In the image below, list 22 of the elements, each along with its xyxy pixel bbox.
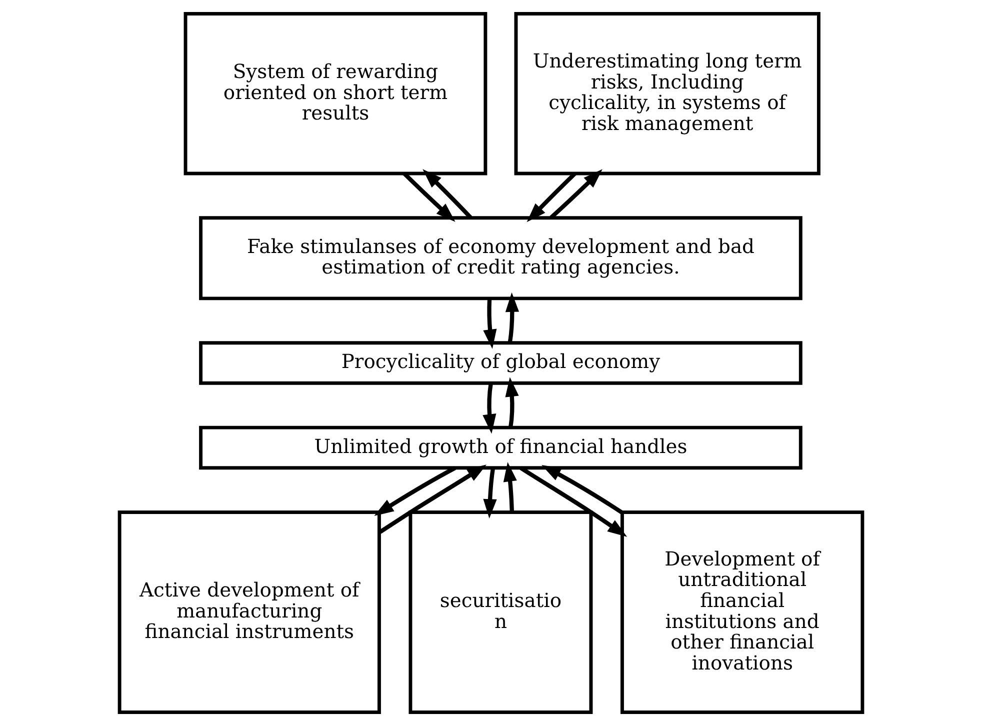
arrow <box>526 172 576 222</box>
arrow <box>402 172 456 222</box>
arrow <box>483 298 497 349</box>
arrow <box>503 462 517 512</box>
arrow <box>520 466 628 537</box>
arrow <box>542 465 624 514</box>
node-box: Procyclicality of global economy <box>199 341 802 385</box>
node-box: Fake stimulanses of economy development and bad estimation of credit rating agencies. <box>199 216 802 300</box>
arrow <box>505 377 519 428</box>
arrow <box>483 468 497 519</box>
node-box: Development of untraditional financial institutions and other financial inovations <box>620 510 864 714</box>
arrow <box>550 169 602 220</box>
arrow <box>378 464 486 534</box>
arrow <box>422 169 472 219</box>
node-box: securitisatio n <box>408 510 593 714</box>
node-box: Active development of manufacturing financial instruments <box>118 510 381 714</box>
node-box: System of rewarding oriented on short term results <box>184 12 488 176</box>
arrow <box>482 383 496 434</box>
arrow <box>505 292 520 343</box>
arrow <box>374 466 456 516</box>
node-box: Unlimited growth of financial handles <box>199 426 802 470</box>
node-box: Underestimating long term risks, Including cyclicality, in systems of risk management <box>514 12 820 176</box>
